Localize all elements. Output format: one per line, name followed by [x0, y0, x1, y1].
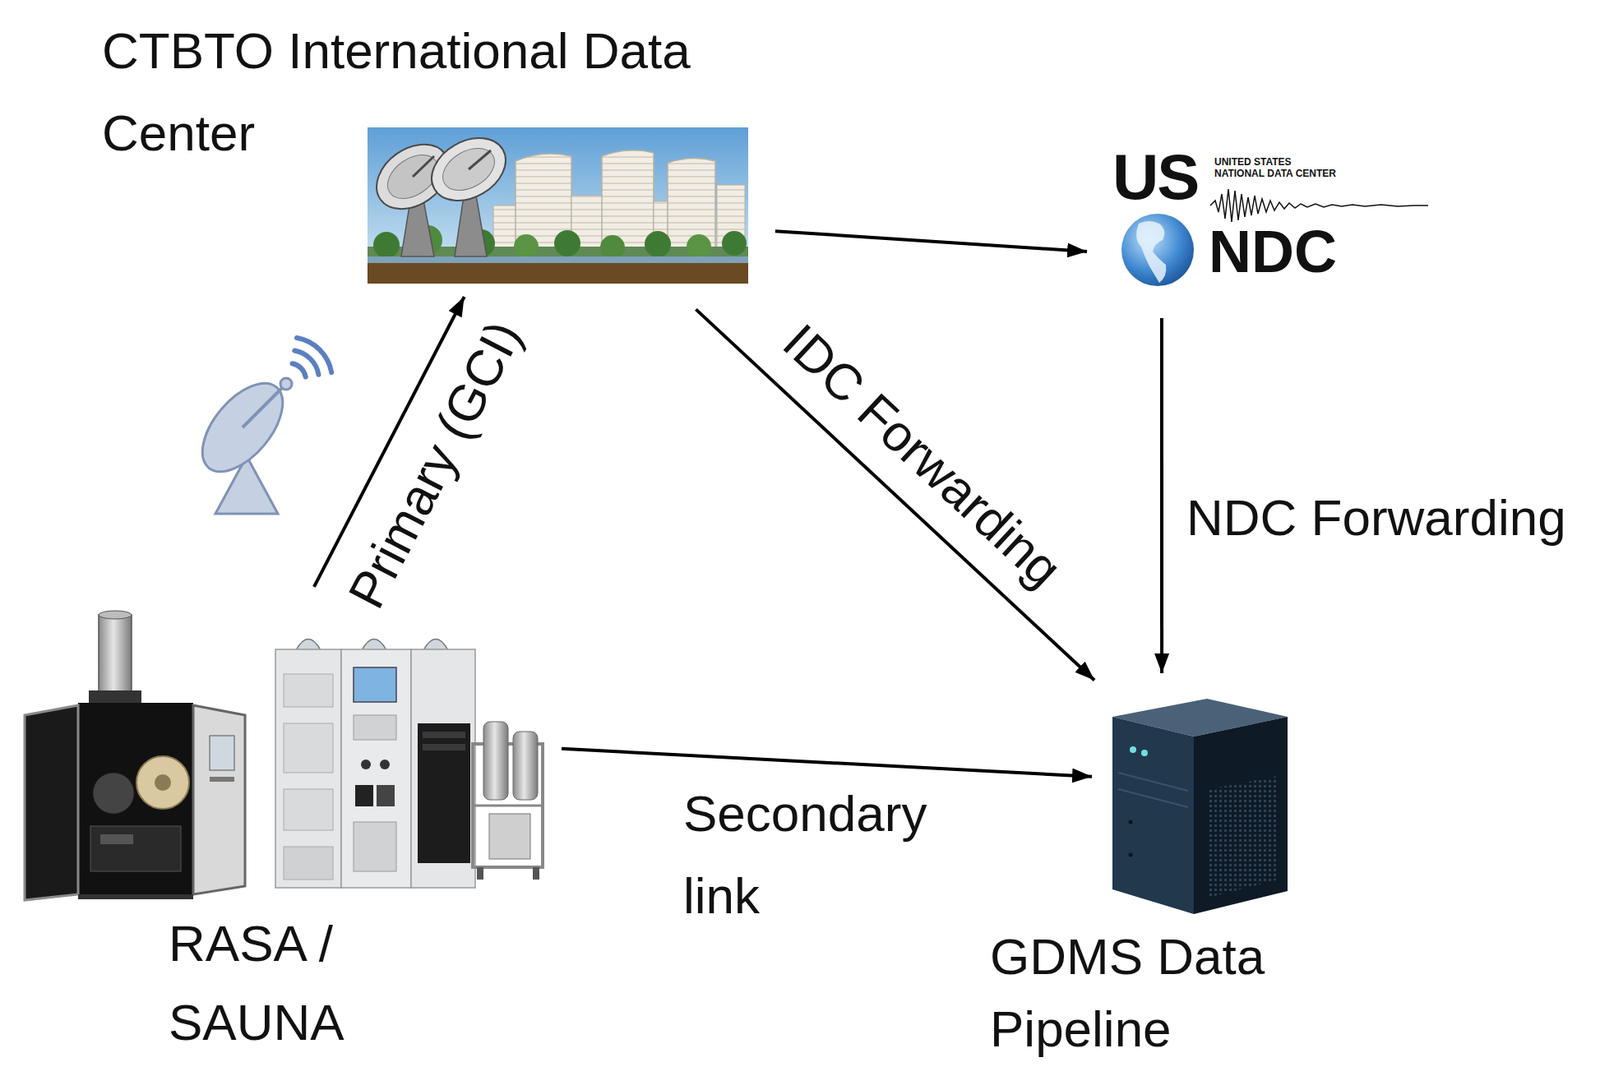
data-center-picture [373, 231, 400, 259]
server-picture [1112, 698, 1288, 915]
data-center-picture [554, 230, 581, 257]
ndc-logo-art [1136, 221, 1166, 283]
arrow-connector [695, 309, 1095, 680]
satellite-icon [294, 351, 319, 375]
ndc-logo-art [1210, 189, 1429, 222]
rasa-sampler [98, 615, 132, 694]
sauna-system [489, 813, 531, 860]
sauna-system [411, 649, 476, 888]
sauna-system [360, 759, 371, 770]
rasa-sampler [136, 756, 190, 810]
rasa-sampler [209, 776, 235, 782]
satellite-icon [187, 337, 332, 514]
data-center-picture [644, 231, 671, 258]
sauna-system [472, 804, 543, 808]
satellite-icon [296, 337, 332, 373]
rasa-sampler [24, 705, 79, 901]
sauna-system [353, 715, 397, 740]
rasa-sampler [90, 826, 181, 872]
server-picture [1141, 749, 1148, 757]
data-center-picture [435, 139, 503, 199]
arrow-connector [775, 231, 1087, 252]
data-center-picture [367, 263, 749, 284]
sauna-system [376, 785, 395, 807]
satellite-icon [280, 378, 292, 390]
data-center-picture [600, 235, 625, 260]
sauna-system [476, 867, 484, 880]
rasa-sampler [78, 894, 194, 900]
sauna-system [417, 723, 471, 864]
server-picture [1193, 716, 1288, 915]
rasa-sampler [78, 702, 194, 897]
rasa-sampler [154, 774, 172, 791]
server-picture [1118, 789, 1189, 808]
server-picture [1128, 820, 1133, 825]
server-node: GDMS Data Pipeline [1112, 697, 1288, 916]
node-label: RASA / SAUNA [168, 904, 366, 1063]
data-center-picture [364, 125, 749, 284]
data-center-picture [513, 234, 539, 259]
edge-label: NDC Forwarding [1186, 488, 1567, 548]
server-picture [1129, 746, 1137, 754]
sauna-system [483, 721, 509, 800]
logo-text: US [1112, 144, 1198, 209]
server-picture [1112, 716, 1194, 915]
data-center-picture [420, 125, 517, 214]
sauna-system [295, 639, 321, 652]
sauna-system [422, 731, 466, 739]
sauna-system [361, 639, 387, 652]
data-center-picture [412, 156, 435, 177]
rasa-sampler [92, 772, 135, 814]
sauna-system [353, 822, 397, 872]
logo-text: NDC [1208, 221, 1337, 282]
edge-label: Primary (GCI) [337, 310, 534, 617]
rasa-sampler [209, 735, 235, 771]
data-center-picture [721, 231, 747, 256]
logo-text: UNITED STATES NATIONAL DATA CENTER [1214, 156, 1343, 180]
sauna-system [341, 649, 412, 888]
sauna-system [532, 867, 540, 880]
data-center-node: CTBTO International Data Center [367, 127, 749, 284]
satellite-icon [187, 369, 298, 486]
data-center-picture [493, 205, 517, 251]
sauna-system [283, 846, 333, 880]
sauna-system [355, 785, 374, 807]
arrow-connector [561, 749, 1092, 777]
server-picture [1208, 776, 1279, 898]
sauna-system [379, 759, 390, 770]
station-node: RASA / SAUNA [22, 612, 546, 903]
sauna-system [275, 639, 543, 889]
satellite-icon [242, 386, 284, 428]
server-picture [1118, 772, 1189, 791]
data-center-picture [468, 150, 491, 170]
data-center-picture [686, 234, 712, 259]
sauna-system [353, 667, 397, 703]
sauna-system [422, 744, 466, 751]
satellite-icon [292, 363, 306, 377]
edge-label: IDC Forwarding [772, 312, 1073, 599]
arrow-connector [1160, 318, 1164, 674]
node-label: GDMS Data Pipeline [989, 920, 1295, 1066]
logo-node: US UNITED STATES NATIONAL DATA CENTER NDC [1112, 143, 1429, 287]
sauna-system [275, 649, 342, 888]
rasa-sampler [24, 610, 246, 901]
edge-label: Secondary link [683, 772, 939, 938]
data-center-picture [367, 256, 749, 264]
rasa-sampler [100, 834, 134, 845]
sauna-system [283, 723, 333, 773]
server-picture [1128, 853, 1133, 858]
sauna-system [513, 731, 538, 800]
sauna-system [283, 789, 333, 831]
node-label: CTBTO International Data Center [101, 9, 760, 175]
ndc-logo-art [1121, 213, 1194, 287]
sauna-system [423, 639, 449, 652]
sauna-system [283, 674, 333, 708]
rasa-sampler [193, 705, 246, 895]
rasa-sampler [98, 610, 132, 620]
